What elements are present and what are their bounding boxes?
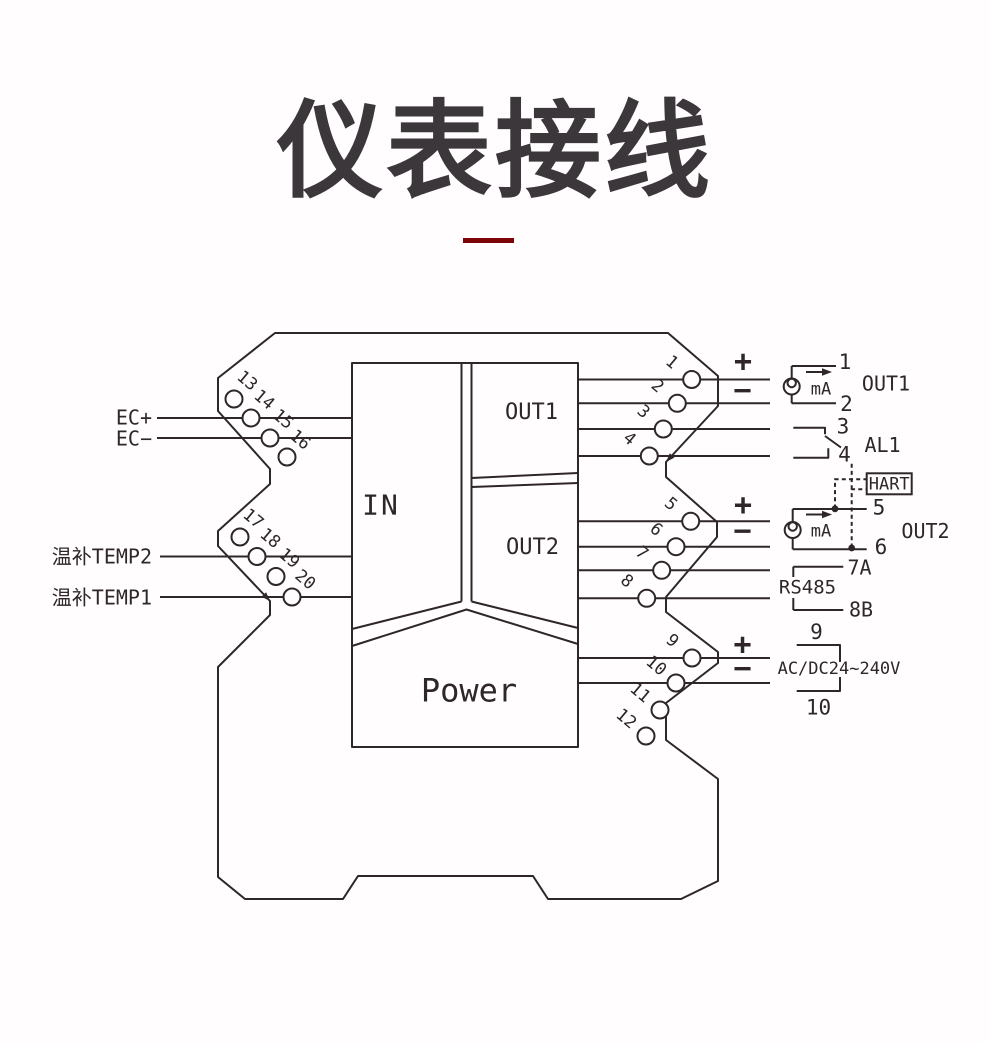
out1-out2-divider-a: [471, 472, 579, 479]
terminal-circle-19: [266, 567, 286, 586]
power-plus-sign: +: [733, 628, 751, 663]
housing-profile: [217, 332, 719, 900]
terminal-number-5: 5: [660, 493, 681, 515]
power-bracket-bottom: [796, 677, 841, 692]
terminal-number-3: 3: [633, 401, 654, 423]
out1-current-source-inner: [786, 377, 797, 389]
out1-minus-sign: −: [733, 373, 751, 408]
function-block: IN OUT1 OUT2 Power: [351, 362, 579, 748]
terminal-number-8: 8: [616, 570, 637, 592]
power-voltage-label: AC/DC24~240V: [778, 659, 901, 679]
power-minus-sign: −: [733, 651, 751, 686]
al1-label: AL1: [864, 433, 900, 457]
label-ec-plus: EC+: [116, 406, 152, 430]
title-underline: [463, 238, 514, 243]
out2-current-source-inner: [787, 521, 798, 532]
terminal-number-1: 1: [661, 352, 682, 374]
terminal-number-9: 9: [662, 630, 683, 652]
out1-plus-sign: +: [734, 345, 752, 380]
out1-terminal-top-label: 1: [839, 350, 852, 374]
power-terminal-bottom-label: 10: [806, 696, 831, 720]
hart-box: [865, 472, 913, 496]
label-temp2: 温补TEMP2: [52, 545, 152, 569]
terminal-circle-16: [277, 447, 297, 467]
out1-terminal-bottom-label: 2: [840, 392, 853, 416]
block-label-in: IN: [362, 489, 400, 522]
label-ec-minus: EC−: [116, 427, 152, 451]
terminal-circle-1: [682, 370, 702, 389]
terminal-number-12: 12: [612, 705, 641, 733]
terminal-circle-9: [682, 648, 702, 668]
out2-terminal-top-label: 5: [873, 496, 886, 520]
terminal-number-10: 10: [642, 652, 671, 680]
terminal-circle-18: [247, 547, 267, 566]
out1-ma-label: mA: [811, 380, 831, 400]
terminal-circle-15: [260, 428, 280, 448]
outline-corner-arrow-right: [666, 453, 675, 462]
al1-circuit: 3 4 AL1: [793, 415, 901, 467]
out2-ma-label: mA: [811, 522, 831, 542]
terminal-circle-11: [650, 700, 670, 720]
al1-contact-top: [793, 426, 826, 435]
out1-flow-arrow-icon: [822, 368, 832, 376]
rs485-circuit: RS485 7A 8B: [779, 556, 873, 622]
hart-label: HART: [869, 474, 910, 494]
terminal-number-4: 4: [619, 428, 640, 450]
terminal-circle-2: [667, 393, 687, 413]
out2-plus-sign: +: [734, 488, 752, 523]
power-bracket-top: [796, 644, 841, 662]
hart-dashed-link-2: [850, 463, 867, 548]
power-divider-lower: [351, 608, 579, 647]
block-label-power: Power: [421, 672, 517, 710]
left-wires: EC+ EC− 温补TEMP2 温补TEMP1: [52, 406, 352, 610]
power-divider-upper-left: [351, 600, 462, 630]
block-label-out2: OUT2: [506, 535, 559, 560]
function-block-frame: [351, 362, 579, 748]
label-temp1: 温补TEMP1: [52, 586, 152, 610]
terminal-circle-7: [652, 560, 672, 580]
al1-terminal-top-label: 3: [837, 415, 850, 439]
al1-contact-blade-icon: [824, 435, 842, 449]
out2-terminal-bottom-label: 6: [875, 535, 888, 559]
terminal-circle-8: [637, 588, 657, 608]
out1-label: OUT1: [862, 372, 910, 396]
terminal-circle-12: [636, 726, 656, 746]
power-terminal-top-label: 9: [810, 620, 823, 644]
terminal-circle-17: [230, 527, 250, 547]
power-divider-upper-right: [471, 600, 579, 629]
terminal-circle-14: [241, 408, 261, 428]
hart-junction-dot-bottom: [848, 544, 856, 552]
terminal-circle-10: [666, 673, 686, 693]
terminal-circle-13: [224, 389, 244, 409]
al1-terminal-bottom-label: 4: [838, 443, 851, 467]
hart-junction-dot-top: [831, 505, 839, 513]
rs485-terminal-bottom-label: 8B: [849, 598, 873, 622]
power-circuit: + − 9 AC/DC24~240V 10: [733, 620, 900, 720]
out2-flow-arrow-icon: [822, 510, 832, 519]
out2-label: OUT2: [901, 519, 949, 543]
terminal-circle-4: [639, 446, 659, 466]
rs485-terminal-top-label: 7A: [847, 556, 871, 580]
hart-dashed-link-1: [834, 478, 867, 509]
terminal-circle-6: [666, 537, 686, 557]
terminal-circle-20: [282, 587, 302, 607]
out2-circuit: + − mA HART 5 6 OUT2: [733, 463, 950, 559]
block-label-out1: OUT1: [505, 400, 558, 425]
terminal-number-7: 7: [631, 542, 652, 564]
page-title: 仪表接线: [277, 90, 713, 213]
al1-contact-bottom: [793, 448, 830, 459]
terminal-circle-3: [653, 419, 673, 439]
out2-minus-sign: −: [733, 514, 751, 549]
terminal-circle-5: [681, 511, 701, 531]
out1-circuit: + − mA 1 2 OUT1: [733, 345, 910, 417]
rs485-label: RS485: [779, 577, 836, 599]
out1-out2-divider-b: [471, 482, 579, 488]
